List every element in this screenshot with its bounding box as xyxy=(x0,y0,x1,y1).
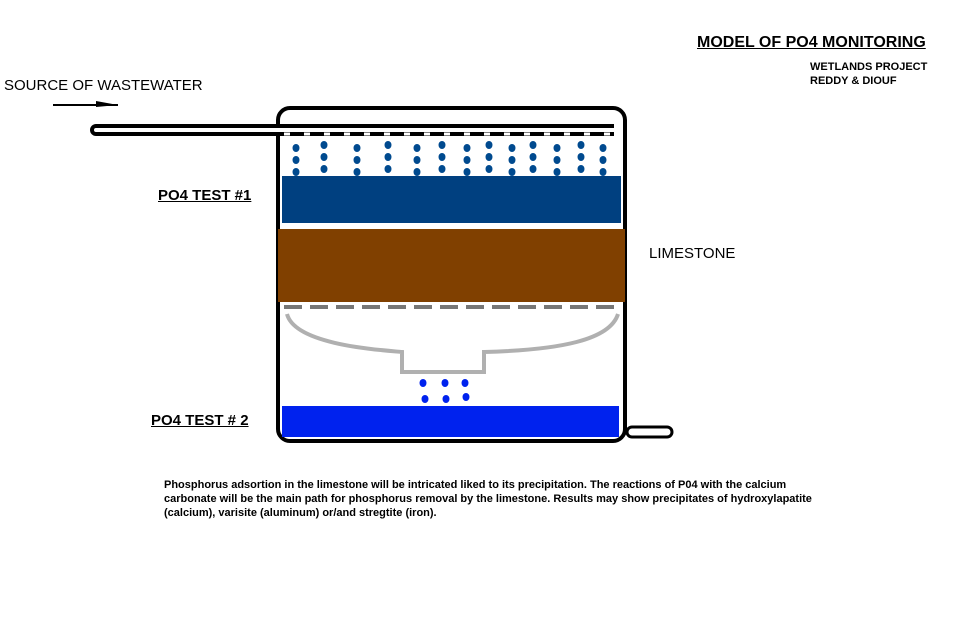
water-drop xyxy=(599,144,607,152)
water-drop xyxy=(599,156,607,164)
water-drop xyxy=(508,156,516,164)
water-drop xyxy=(353,156,361,164)
outlet-pipe xyxy=(625,425,674,439)
water-drop xyxy=(462,393,470,401)
water-drop xyxy=(442,395,450,403)
water-drop xyxy=(413,144,421,152)
flow-arrow-head xyxy=(96,101,118,107)
water-drop xyxy=(292,144,300,152)
water-drop xyxy=(413,168,421,176)
limestone-label: LIMESTONE xyxy=(649,245,736,262)
water-drop xyxy=(441,379,449,387)
water-drops-top xyxy=(292,141,607,176)
water-drop xyxy=(438,153,446,161)
water-drop xyxy=(320,165,328,173)
diagram-title: MODEL OF PO4 MONITORING xyxy=(697,34,926,51)
water-drop xyxy=(421,395,429,403)
water-drop xyxy=(461,379,469,387)
water-drop xyxy=(463,168,471,176)
water-drop xyxy=(438,165,446,173)
water-drop xyxy=(553,168,561,176)
water-drop xyxy=(577,165,585,173)
water-drop xyxy=(463,144,471,152)
project-name: WETLANDS PROJECT xyxy=(810,61,928,73)
limestone-layer xyxy=(278,229,625,302)
water-drop xyxy=(577,153,585,161)
water-drop xyxy=(384,165,392,173)
po4-test-1-label: PO4 TEST #1 xyxy=(158,187,252,204)
water-drop xyxy=(353,168,361,176)
water-drop xyxy=(553,144,561,152)
inlet-pipe xyxy=(90,124,614,136)
water-drops-bottom xyxy=(419,379,470,403)
water-layer-top xyxy=(282,176,621,223)
water-drop xyxy=(463,156,471,164)
water-drop xyxy=(577,141,585,149)
water-drop xyxy=(485,153,493,161)
water-drop xyxy=(320,141,328,149)
po4-test-2-label: PO4 TEST # 2 xyxy=(151,412,249,429)
water-drop xyxy=(320,153,328,161)
description-text: Phosphorus adsortion in the limestone wi… xyxy=(164,479,812,519)
water-layer-bottom xyxy=(282,406,619,437)
water-drop xyxy=(508,168,516,176)
water-drop xyxy=(413,156,421,164)
water-drop xyxy=(353,144,361,152)
water-drop xyxy=(529,153,537,161)
water-drop xyxy=(384,141,392,149)
water-drop xyxy=(384,153,392,161)
collection-funnel xyxy=(285,313,620,374)
water-drop xyxy=(292,156,300,164)
water-drop xyxy=(292,168,300,176)
water-drop xyxy=(599,168,607,176)
water-drop xyxy=(485,141,493,149)
water-drop xyxy=(529,165,537,173)
source-label: SOURCE OF WASTEWATER xyxy=(4,77,203,94)
water-drop xyxy=(438,141,446,149)
water-drop xyxy=(419,379,427,387)
water-drop xyxy=(508,144,516,152)
authors: REDDY & DIOUF xyxy=(810,75,897,87)
water-drop xyxy=(553,156,561,164)
water-drop xyxy=(529,141,537,149)
water-drop xyxy=(485,165,493,173)
